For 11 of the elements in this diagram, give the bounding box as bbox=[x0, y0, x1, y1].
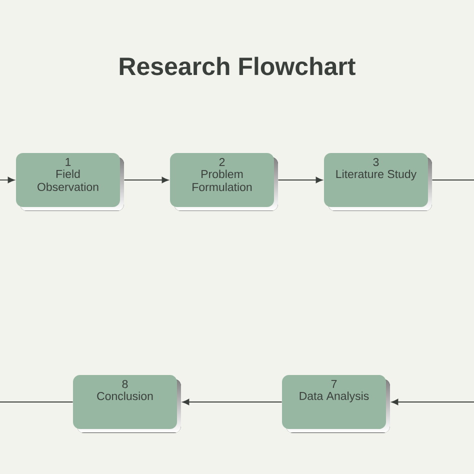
arrow bbox=[0, 176, 15, 184]
arrow bbox=[124, 176, 169, 184]
process-box: 3 Literature Study bbox=[324, 153, 432, 211]
process-box: 1 Field Observation bbox=[16, 153, 124, 211]
arrow bbox=[391, 398, 474, 406]
arrow bbox=[278, 176, 323, 184]
process-box: 2 Problem Formulation bbox=[170, 153, 278, 211]
process-box: 7 Data Analysis bbox=[282, 375, 390, 433]
arrow bbox=[182, 398, 282, 406]
process-box: 8 Conclusion bbox=[73, 375, 181, 433]
title: Research Flowchart bbox=[120, 56, 356, 76]
